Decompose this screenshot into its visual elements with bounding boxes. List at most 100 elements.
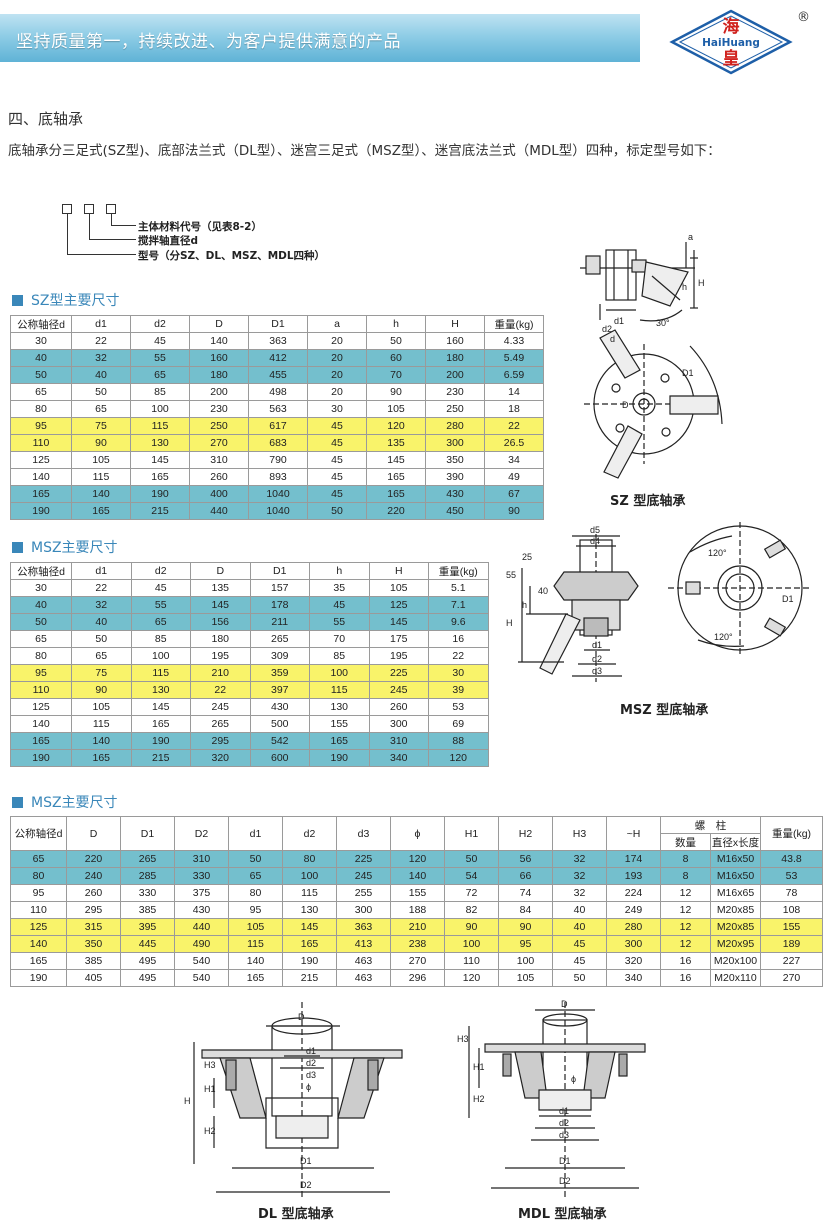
column-header: H bbox=[368, 562, 429, 580]
table-cell: 165 bbox=[282, 935, 337, 953]
table-cell: 32 bbox=[552, 850, 607, 868]
mdl-label-H3: H3 bbox=[457, 1034, 469, 1044]
table-cell: 140 bbox=[71, 732, 132, 750]
column-header: D2 bbox=[174, 816, 229, 851]
table-cell: 120 bbox=[428, 749, 489, 767]
table-cell: 413 bbox=[336, 935, 391, 953]
table-cell: 350 bbox=[425, 451, 485, 469]
table-cell: 34 bbox=[484, 451, 544, 469]
table-cell: 16 bbox=[428, 630, 489, 648]
table-cell: 49 bbox=[484, 468, 544, 486]
dl-label-H3: H3 bbox=[204, 1060, 216, 1070]
table-cell: 90 bbox=[71, 681, 132, 699]
msz-label-angle-bottom: 120° bbox=[714, 632, 733, 642]
table-cell: 105 bbox=[228, 918, 283, 936]
table-cell: 495 bbox=[120, 969, 175, 987]
table-cell: 1040 bbox=[248, 485, 308, 503]
table-cell: 8 bbox=[660, 850, 711, 868]
column-header: ~H bbox=[606, 816, 661, 851]
table-cell: 22 bbox=[484, 417, 544, 435]
table-cell: 18 bbox=[484, 400, 544, 418]
table-cell: 315 bbox=[66, 918, 121, 936]
code-box bbox=[106, 204, 116, 214]
table-cell: 540 bbox=[174, 969, 229, 987]
table-cell: 32 bbox=[552, 884, 607, 902]
code-box bbox=[84, 204, 94, 214]
column-header: d1 bbox=[71, 562, 132, 580]
table-cell: 260 bbox=[368, 698, 429, 716]
table-cell: 390 bbox=[425, 468, 485, 486]
table-cell: 40 bbox=[10, 349, 72, 367]
table-cell: 400 bbox=[189, 485, 249, 503]
table-cell: 55 bbox=[130, 349, 190, 367]
table-cell: M20x85 bbox=[710, 901, 761, 919]
column-header-weight: 重量(kg) bbox=[760, 816, 823, 851]
column-header: d1 bbox=[228, 816, 283, 851]
table-cell: 78 bbox=[760, 884, 823, 902]
table-cell: 26.5 bbox=[484, 434, 544, 452]
msz-label-d2: d2 bbox=[592, 654, 602, 664]
table-cell: 498 bbox=[248, 383, 308, 401]
table-cell: 80 bbox=[10, 400, 72, 418]
table-cell: 4.33 bbox=[484, 332, 544, 350]
table-cell: 140 bbox=[228, 952, 283, 970]
table-cell: 165 bbox=[71, 502, 131, 520]
table-cell: 12 bbox=[660, 901, 711, 919]
table-cell: 105 bbox=[71, 451, 131, 469]
table-cell: 174 bbox=[606, 850, 661, 868]
table-dl-title: MSZ主要尺寸 bbox=[12, 792, 118, 812]
table-cell: 145 bbox=[190, 596, 251, 614]
msz-label-55: 55 bbox=[506, 570, 516, 580]
table-cell: 430 bbox=[249, 698, 310, 716]
table-cell: 285 bbox=[120, 867, 175, 885]
dl-caption: DL 型底轴承 bbox=[258, 1207, 334, 1222]
table-cell: 55 bbox=[309, 613, 370, 631]
table-cell: 32 bbox=[552, 867, 607, 885]
table-cell: 363 bbox=[248, 332, 308, 350]
table-cell: 12 bbox=[660, 918, 711, 936]
table-cell: 563 bbox=[248, 400, 308, 418]
column-header: D bbox=[189, 315, 249, 333]
table-sz-title: SZ型主要尺寸 bbox=[12, 290, 119, 310]
column-header: d2 bbox=[282, 816, 337, 851]
table-cell: 100 bbox=[309, 664, 370, 682]
table-cell: 250 bbox=[189, 417, 249, 435]
logo-char-hai: 海 bbox=[723, 16, 740, 37]
dl-label-H2: H2 bbox=[204, 1126, 216, 1136]
table-cell: 140 bbox=[390, 867, 445, 885]
table-cell: 95 bbox=[10, 664, 72, 682]
table-cell: 65 bbox=[228, 867, 283, 885]
column-header: d2 bbox=[130, 562, 191, 580]
table-cell: 260 bbox=[66, 884, 121, 902]
code-label-material: 主体材料代号（见表8-2） bbox=[138, 221, 262, 233]
table-cell: 9.6 bbox=[428, 613, 489, 631]
table-cell: 310 bbox=[368, 732, 429, 750]
sz-label-d1: d1 bbox=[614, 316, 624, 326]
table-cell: 100 bbox=[444, 935, 499, 953]
table-cell: 165 bbox=[10, 952, 67, 970]
table-cell: 155 bbox=[309, 715, 370, 733]
mdl-label-D2: D2 bbox=[559, 1176, 571, 1186]
table-cell: 245 bbox=[336, 867, 391, 885]
column-header: 重量(kg) bbox=[484, 315, 544, 333]
table-cell: 375 bbox=[174, 884, 229, 902]
table-cell: 6.59 bbox=[484, 366, 544, 384]
table-cell: 74 bbox=[498, 884, 553, 902]
table-cell: 120 bbox=[390, 850, 445, 868]
table-cell: 115 bbox=[282, 884, 337, 902]
sz-label-D: D bbox=[622, 400, 629, 410]
table-cell: 50 bbox=[307, 502, 367, 520]
column-header: a bbox=[307, 315, 367, 333]
table-cell: 14 bbox=[484, 383, 544, 401]
table-cell: 40 bbox=[552, 918, 607, 936]
mdl-label-D: D bbox=[561, 999, 568, 1009]
